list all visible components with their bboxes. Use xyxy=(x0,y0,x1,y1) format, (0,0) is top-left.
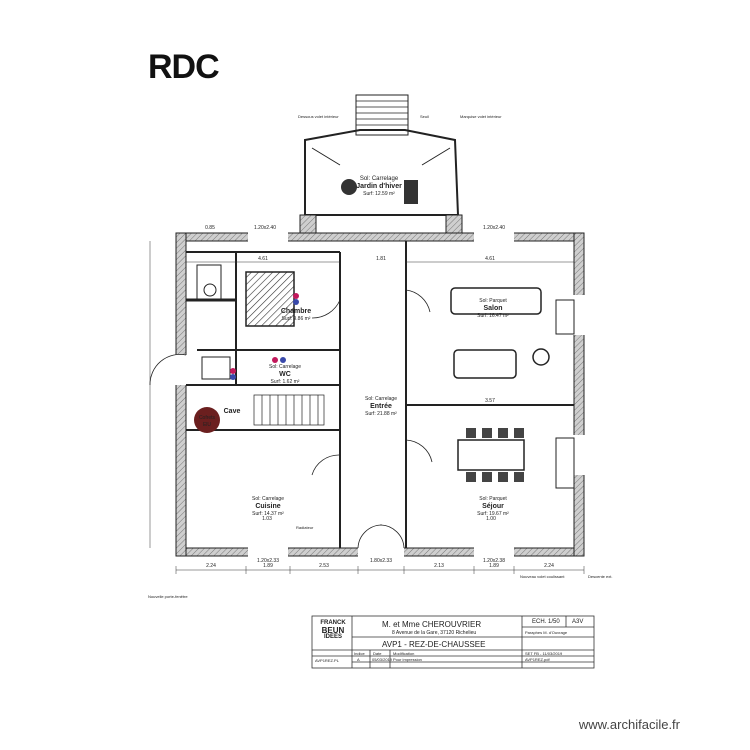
titleblock-date: 05/03/2019 xyxy=(372,657,393,662)
dim-misc-5: 1.80x2.33 xyxy=(370,558,392,564)
dim-bottom-4: 2.13 xyxy=(434,563,444,569)
titleblock-ref: AVP1REZ.PL xyxy=(315,658,339,663)
room-name-entree: Entrée xyxy=(370,403,392,410)
dim-bottom-6: 2.24 xyxy=(544,563,554,569)
bathroom-fixtures xyxy=(196,264,299,380)
titleblock-modif-label: Modification xyxy=(393,651,415,656)
room-type-sejour: Sol: Parquet xyxy=(479,496,507,502)
dim-bottom-2: 1.89 xyxy=(263,563,273,569)
annotation-bottom-right-2: Descente ext. xyxy=(588,574,612,579)
titleblock-indice-label: Indice xyxy=(354,651,365,656)
annotation-bottom-right-1: Nouveau volet coulissant xyxy=(520,574,565,579)
room-area-cuisine: Surf: 14.37 m² xyxy=(252,511,284,517)
titleblock-modif: Pour impression xyxy=(393,657,422,662)
room-area-entree: Surf: 21.88 m² xyxy=(365,411,397,417)
dimension-lines xyxy=(149,241,585,574)
dim-top-3: 1.20x2.40 xyxy=(483,225,505,231)
room-name-cuisine: Cuisine xyxy=(255,503,280,510)
dim-misc-1: 0.85 xyxy=(205,225,215,231)
logo-line-2: BEUN xyxy=(321,626,345,635)
titleblock-indice: A xyxy=(357,657,360,662)
dining-furniture xyxy=(457,428,525,482)
room-area-salon: Surf: 16.47 m² xyxy=(477,313,509,319)
dim-misc-3: 1.03 xyxy=(262,516,272,522)
room-area-jardin: Surf: 12.59 m² xyxy=(363,191,395,197)
bed xyxy=(245,271,295,327)
room-name-wc: WC xyxy=(279,371,291,378)
dim-inner-2: 1.81 xyxy=(376,256,386,262)
marker-label-2: ElU xyxy=(203,422,211,428)
watermark: www.archifacile.fr xyxy=(578,717,680,732)
dim-misc-2: 3.57 xyxy=(485,398,495,404)
room-name-salon: Salon xyxy=(483,305,502,312)
dim-bottom-5: 1.89 xyxy=(489,563,499,569)
titleblock-partner: Paraphes M. d'Ouvrage xyxy=(525,630,568,635)
dim-bottom-3: 2.53 xyxy=(319,563,329,569)
room-type-jardin: Sol: Carrelage xyxy=(360,176,399,182)
room-type-wc: Sol: Carrelage xyxy=(269,364,301,370)
annotation-top-right: Marquise volet intérieur xyxy=(460,114,502,119)
titleblock-file: AVP1REZ.pdf xyxy=(525,657,550,662)
titleblock-date-label: Date xyxy=(373,651,382,656)
annotation-top-mid: Seuil xyxy=(420,114,429,119)
room-area-sejour: Surf: 19.67 m² xyxy=(477,511,509,517)
dim-bottom-1: 2.24 xyxy=(206,563,216,569)
salon-furniture xyxy=(450,287,550,379)
room-type-entree: Sol: Carrelage xyxy=(365,396,397,402)
titleblock-scale: ECH. 1/50 xyxy=(532,619,560,625)
room-area-wc: Surf: 1.62 m² xyxy=(271,379,300,385)
electric-meter-marker xyxy=(194,407,220,433)
room-name-sejour: Séjour xyxy=(482,503,504,510)
titleblock-logo: FRANCK BEUN IDEES xyxy=(318,620,348,641)
page-title: RDC xyxy=(148,48,220,86)
room-name-jardin: Jardin d'hiver xyxy=(356,183,402,190)
room-name-cave: Cave xyxy=(224,408,241,415)
dim-top-2: 1.20x2.33 xyxy=(257,558,279,564)
annotation-top-left: Dessous volet intérieur xyxy=(298,114,339,119)
titleblock-client: M. et Mme CHEROUVRIER xyxy=(382,620,482,629)
room-type-cuisine: Sol: Carrelage xyxy=(252,496,284,502)
staircase xyxy=(253,394,325,426)
dim-inner-1: 4.61 xyxy=(258,256,268,262)
fireplaces xyxy=(555,299,575,489)
annotation-radiateur: Radiateur xyxy=(296,525,314,530)
title-block xyxy=(311,615,595,669)
door-swings xyxy=(149,289,433,549)
titleblock-format: A3V xyxy=(572,619,584,625)
annotation-bottom-left: Nouvelle porte-fenêtre xyxy=(148,594,188,599)
logo-line-3: IDEES xyxy=(323,634,342,640)
room-area-chambre: Surf: 9.86 m² xyxy=(282,316,311,322)
dim-inner-3: 4.61 xyxy=(485,256,495,262)
logo-line-1: FRANCK xyxy=(320,620,346,626)
titleblock-sheet: SET FB - 11/03/2019 xyxy=(525,651,563,656)
room-name-chambre: Chambre xyxy=(281,308,311,315)
titleblock-drawing: AVP1 - REZ-DE-CHAUSSEE xyxy=(382,640,486,649)
exterior-walls xyxy=(175,232,585,557)
titleblock-address: 8 Avenue de la Gare, 37120 Richelieu xyxy=(392,630,477,636)
dim-top-1: 1.20x2.40 xyxy=(254,225,276,231)
dim-top-4: 1.20x2.38 xyxy=(483,558,505,564)
conservatory xyxy=(299,94,463,234)
room-type-salon: Sol: Parquet xyxy=(479,298,507,304)
marker-label-1: Cofrets xyxy=(199,415,216,421)
dim-misc-4: 1.00 xyxy=(486,516,496,522)
interior-walls xyxy=(186,241,574,548)
